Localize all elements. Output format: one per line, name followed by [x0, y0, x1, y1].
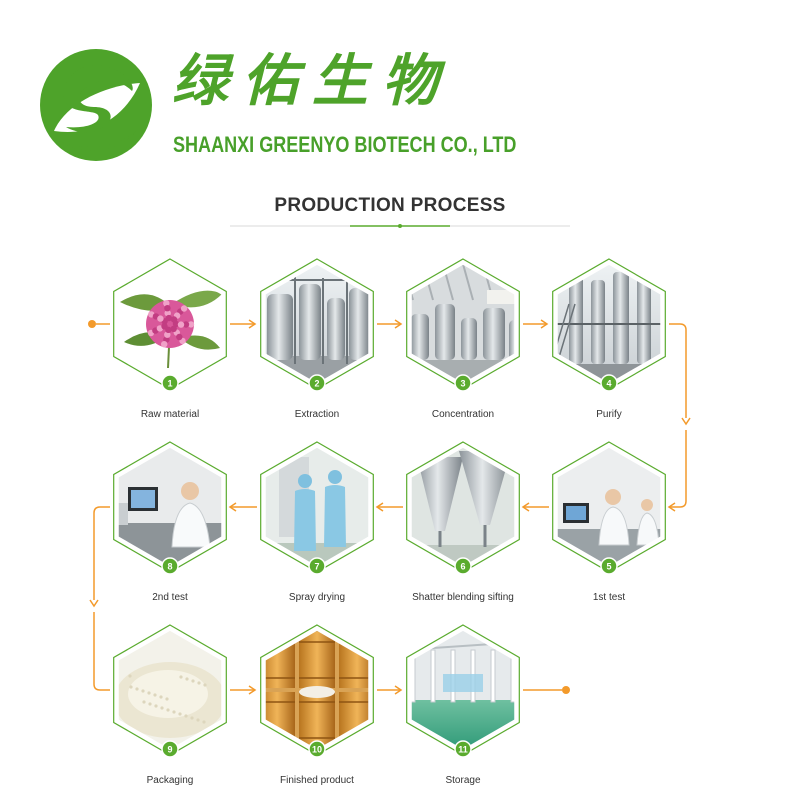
- fiber-drums-photo: [265, 630, 369, 750]
- step-label: Concentration: [431, 409, 495, 420]
- step-number: 2: [314, 379, 319, 389]
- powder-photo: [118, 630, 222, 750]
- step-label: Spray drying: [288, 592, 346, 603]
- process-step-4: 4: [552, 258, 666, 392]
- step-label: 2nd test: [152, 592, 188, 603]
- connector-4-5-b: [669, 430, 687, 508]
- step-number: 9: [167, 745, 172, 755]
- connector-8-9-b: [93, 612, 110, 691]
- company-name-chinese: 绿佑生物: [172, 48, 452, 114]
- step-label: Raw material: [140, 409, 200, 420]
- arrow-4-5-down: [681, 417, 691, 426]
- process-step-1: 1: [113, 258, 227, 392]
- title-divider: [230, 224, 570, 228]
- connector-8-9: [93, 506, 110, 600]
- step-number-badge: [161, 374, 179, 392]
- step-number: 6: [460, 562, 465, 572]
- step-label: 1st test: [592, 592, 626, 603]
- step-label: Packaging: [146, 775, 194, 786]
- arrow-1-2: [248, 319, 257, 329]
- process-step-6: 6: [406, 441, 520, 575]
- arrow-4-5: [667, 502, 676, 512]
- purification-columns-photo: [557, 264, 661, 384]
- flow-end-dot: [562, 686, 570, 694]
- process-step-8: 8: [113, 441, 227, 575]
- flow-start-dot: [88, 320, 96, 328]
- arrow-7-8: [228, 502, 237, 512]
- connector-4-5: [669, 323, 687, 418]
- step-number-badge: [161, 557, 179, 575]
- section-title: PRODUCTION PROCESS: [274, 195, 506, 216]
- arrow-3-4: [540, 319, 549, 329]
- lab-computer-photo: [118, 447, 222, 567]
- step-number-badge: [308, 740, 326, 758]
- arrow-6-7: [375, 502, 384, 512]
- arrow-9-10: [248, 685, 257, 695]
- step-label: Shatter blending sifting: [412, 592, 514, 603]
- process-step-9: 9: [113, 624, 227, 758]
- company-logo-icon: [40, 49, 152, 161]
- step-number-badge: [600, 374, 618, 392]
- process-step-11: 11: [406, 624, 520, 758]
- arrow-10-11: [394, 685, 403, 695]
- arrow-5-6: [521, 502, 530, 512]
- blending-cones-photo: [411, 447, 515, 567]
- step-number-badge: [308, 374, 326, 392]
- step-label: Purify: [596, 409, 622, 420]
- process-step-7: 7: [260, 441, 374, 575]
- step-number-badge: [308, 557, 326, 575]
- step-number: 5: [606, 562, 611, 572]
- step-number-badge: [161, 740, 179, 758]
- warehouse-photo: [411, 630, 515, 750]
- step-number-badge: [600, 557, 618, 575]
- step-label: Finished product: [280, 775, 354, 786]
- step-number-badge: [454, 557, 472, 575]
- process-step-2: 2: [260, 258, 374, 392]
- step-number-badge: [454, 740, 472, 758]
- red-clover-photo: [118, 264, 222, 384]
- step-number: 11: [458, 745, 468, 755]
- step-number-badge: [454, 374, 472, 392]
- extraction-tanks-photo: [265, 264, 369, 384]
- step-label: Extraction: [294, 409, 340, 420]
- step-number: 10: [312, 745, 322, 755]
- arrow-2-3: [394, 319, 403, 329]
- process-step-10: 10: [260, 624, 374, 758]
- step-number: 7: [314, 562, 319, 572]
- process-step-3: 3: [406, 258, 520, 392]
- step-number: 1: [167, 379, 172, 389]
- step-number: 3: [460, 379, 465, 389]
- step-number: 4: [606, 379, 611, 389]
- step-label: Storage: [445, 775, 481, 786]
- lab-technician-photo: [557, 447, 661, 567]
- spray-drying-workers-photo: [265, 447, 369, 567]
- arrow-8-9-down: [89, 599, 99, 608]
- process-step-5: 5: [552, 441, 666, 575]
- step-number: 8: [167, 562, 172, 572]
